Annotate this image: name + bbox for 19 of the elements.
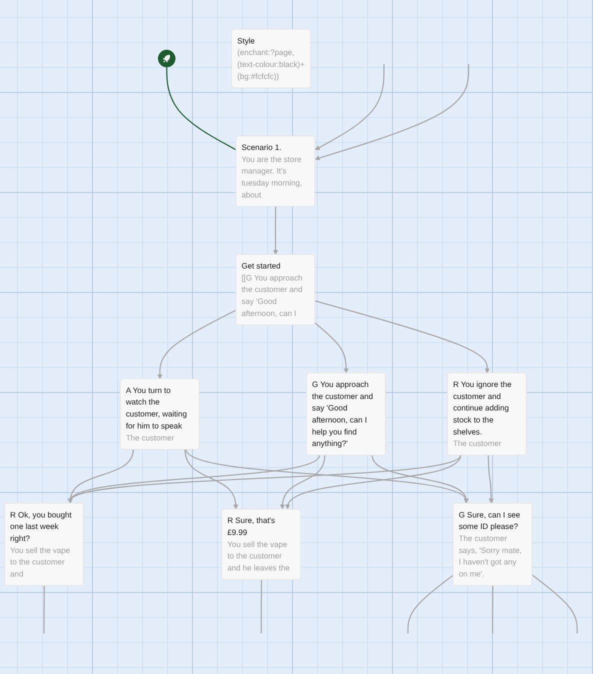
connector — [492, 586, 494, 634]
arrow — [186, 448, 468, 503]
arrow — [488, 455, 494, 504]
arrow — [157, 310, 236, 380]
arrow — [184, 449, 238, 510]
arrow — [68, 454, 461, 503]
arrow — [314, 322, 349, 374]
arrow — [286, 454, 462, 510]
arrow — [314, 300, 490, 374]
node-circle — [158, 50, 176, 68]
arrow — [273, 206, 278, 255]
connector — [260, 580, 262, 634]
arrow — [372, 455, 468, 504]
arrow — [314, 64, 470, 160]
connector — [532, 574, 578, 634]
arrow — [280, 455, 326, 510]
connector — [43, 586, 45, 634]
connector — [407, 574, 454, 634]
arrow — [314, 64, 385, 150]
